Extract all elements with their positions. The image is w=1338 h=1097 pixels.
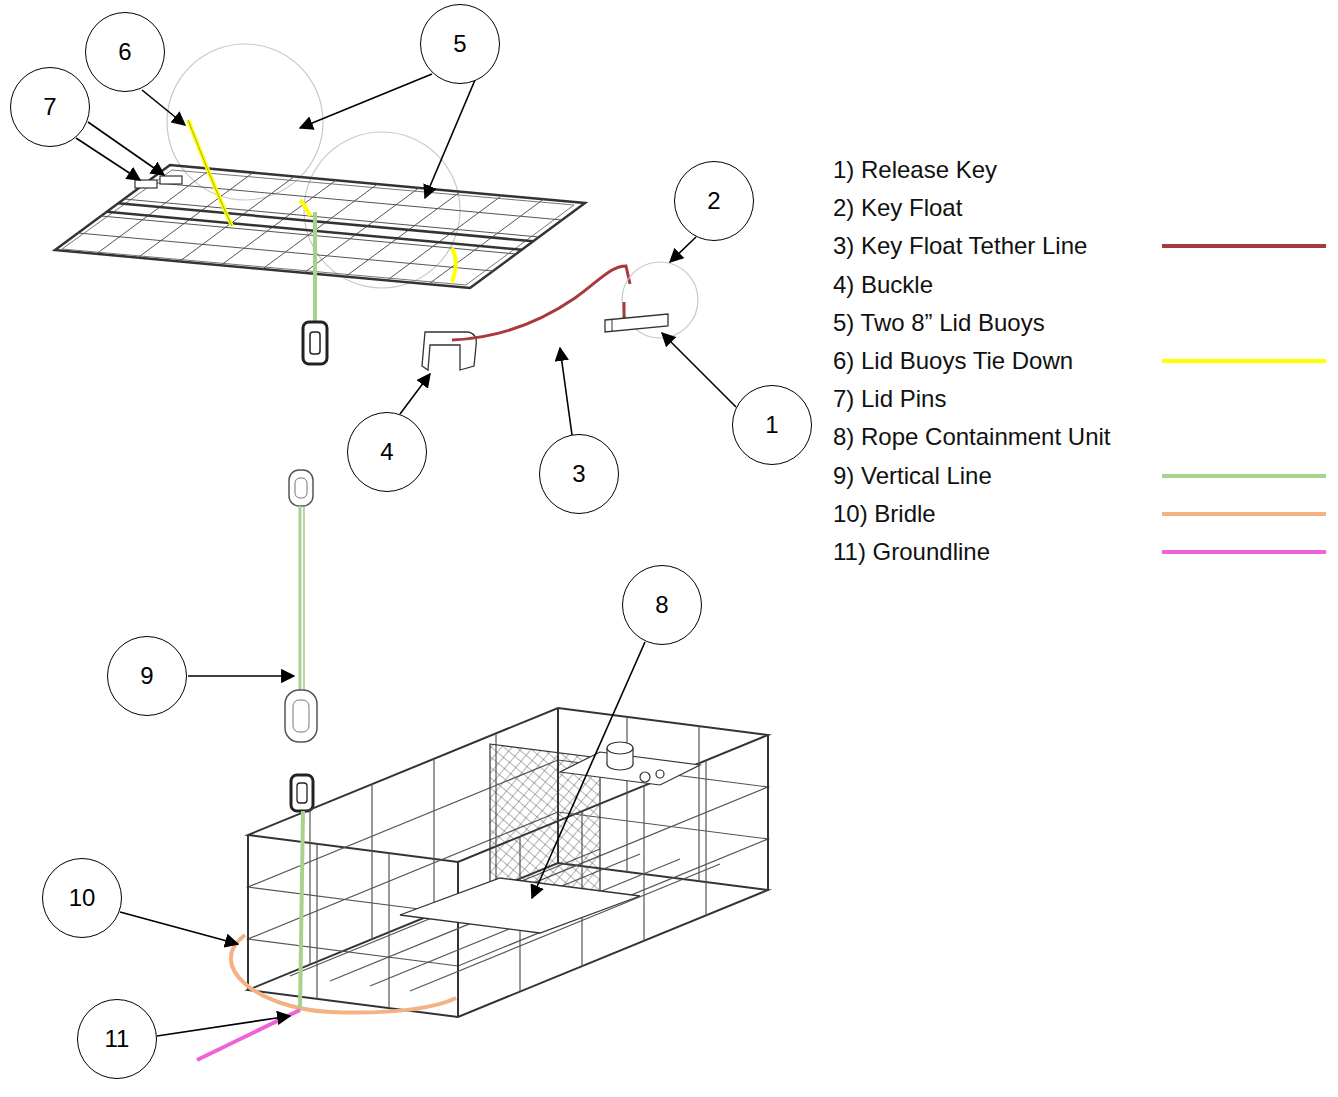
tie-down-outline <box>188 120 232 226</box>
callout-circle: 4 <box>347 412 427 492</box>
trap-base <box>248 708 768 1017</box>
rope-containment-plate <box>400 878 640 933</box>
legend-swatch <box>1162 474 1326 478</box>
legend-swatch <box>1162 550 1326 554</box>
key-float-tether <box>452 266 630 340</box>
legend-text: 5) Two 8” Lid Buoys <box>833 311 1045 335</box>
legend-entry: 5) Two 8” Lid Buoys <box>833 308 1045 338</box>
vertical-line <box>300 811 303 1010</box>
callout-number: 6 <box>118 40 131 64</box>
legend-swatch <box>1162 512 1326 516</box>
legend-entry: 10) Bridle <box>833 499 936 529</box>
callout-number: 2 <box>707 189 720 213</box>
bridle <box>231 935 456 1013</box>
legend-entry: 1) Release Key <box>833 155 997 185</box>
callout-number: 7 <box>43 95 56 119</box>
callout-number: 1 <box>765 413 778 437</box>
callout-number: 8 <box>655 593 668 617</box>
legend-text: 10) Bridle <box>833 502 936 526</box>
legend-text: 2) Key Float <box>833 196 962 220</box>
legend-text: 9) Vertical Line <box>833 464 992 488</box>
callout-number: 9 <box>140 664 153 688</box>
lid-mesh <box>55 165 585 288</box>
legend-entry: 2) Key Float <box>833 193 962 223</box>
legend-entry: 7) Lid Pins <box>833 384 946 414</box>
legend-entry: 11) Groundline <box>833 537 990 567</box>
bait-box <box>560 742 700 785</box>
callout-number: 5 <box>453 32 466 56</box>
key-tether-end <box>623 302 626 320</box>
legend-text: 8) Rope Containment Unit <box>833 425 1110 449</box>
legend-entry: 8) Rope Containment Unit <box>833 422 1110 452</box>
tie-down-lines <box>188 120 456 282</box>
legend-text: 11) Groundline <box>833 540 990 564</box>
legend-text: 3) Key Float Tether Line <box>833 234 1087 258</box>
legend-entry: 4) Buckle <box>833 270 933 300</box>
callout-circle: 6 <box>85 12 165 92</box>
callout-circle: 7 <box>10 67 90 147</box>
legend-entry: 6) Lid Buoys Tie Down <box>833 346 1073 376</box>
leader-arrows <box>76 74 736 1036</box>
callout-circle: 1 <box>732 385 812 465</box>
legend-text: 4) Buckle <box>833 273 933 297</box>
callout-number: 11 <box>105 1027 130 1051</box>
callout-number: 3 <box>572 462 585 486</box>
legend-entry: 3) Key Float Tether Line <box>833 231 1087 261</box>
lid-vertical-line <box>303 212 327 364</box>
callout-circle: 11 <box>77 999 157 1079</box>
callout-circle: 8 <box>622 565 702 645</box>
lid-pins <box>135 176 182 188</box>
vertical-line-assembly <box>285 470 317 811</box>
legend-entry: 9) Vertical Line <box>833 461 992 491</box>
callout-circle: 3 <box>539 434 619 514</box>
callout-circle: 10 <box>42 858 122 938</box>
callout-number: 10 <box>69 886 96 910</box>
legend-swatch <box>1162 244 1326 248</box>
legend-text: 6) Lid Buoys Tie Down <box>833 349 1073 373</box>
legend-swatch <box>1162 359 1326 363</box>
release-key <box>605 314 668 332</box>
callout-number: 4 <box>380 440 393 464</box>
callout-circle: 9 <box>107 636 187 716</box>
legend-text: 1) Release Key <box>833 158 997 182</box>
callout-circle: 5 <box>420 4 500 84</box>
callout-circle: 2 <box>674 161 754 241</box>
legend-text: 7) Lid Pins <box>833 387 946 411</box>
